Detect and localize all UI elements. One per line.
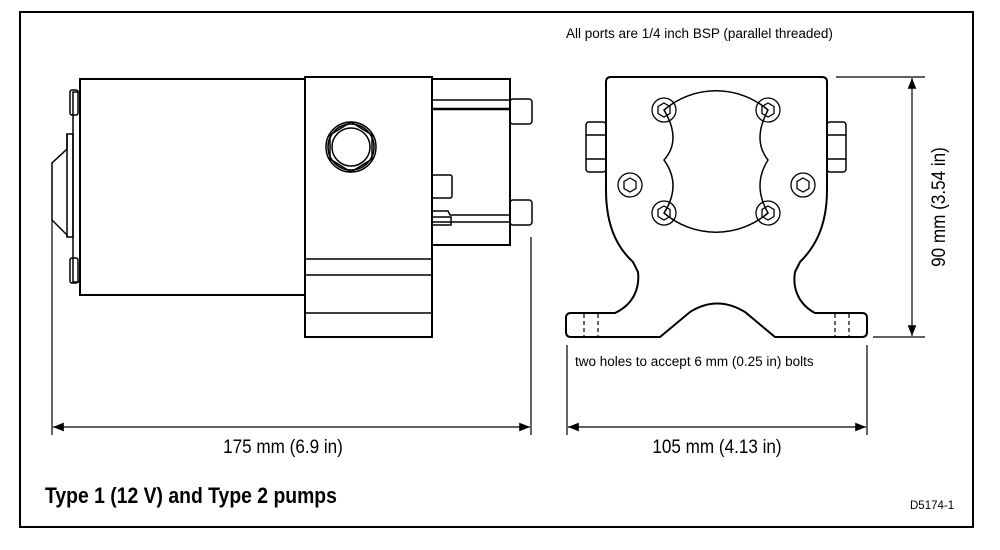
- pump-side-view: [51, 76, 533, 338]
- end-bolt-top: [69, 89, 79, 116]
- pump-front-view: [565, 76, 868, 338]
- end-bolt-bottom: [69, 257, 79, 284]
- head-bolt-bottom: [509, 199, 533, 226]
- bracket-outline: [565, 76, 868, 338]
- end-plate: [66, 133, 74, 238]
- pump-head-plate: [431, 78, 511, 246]
- ports-note: All ports are 1/4 inch BSP (parallel thr…: [566, 26, 833, 41]
- mounting-holes: [583, 314, 850, 336]
- head-nub: [431, 174, 453, 199]
- drawing-code: D5174-1: [910, 500, 955, 512]
- diagram-frame: [19, 11, 974, 528]
- pump-cover: [663, 90, 769, 233]
- length-dimension-label: 175 mm (6.9 in): [223, 437, 343, 458]
- height-dimension-label: 90 mm (3.54 in): [929, 147, 950, 267]
- side-nut-right: [826, 121, 847, 173]
- side-nut-left: [585, 121, 607, 173]
- cover-bolts: [617, 97, 816, 226]
- port-fitting-icon: [325, 121, 377, 173]
- pump-housing: [304, 76, 433, 338]
- end-flange: [72, 91, 81, 283]
- dimension-lines: [51, 76, 925, 435]
- motor-body: [79, 78, 306, 296]
- end-cone: [51, 134, 68, 237]
- head-bolt-top: [509, 98, 533, 125]
- diagram-title: Type 1 (12 V) and Type 2 pumps: [45, 483, 337, 508]
- width-dimension-label: 105 mm (4.13 in): [652, 437, 782, 458]
- holes-note: two holes to accept 6 mm (0.25 in) bolts: [575, 354, 814, 369]
